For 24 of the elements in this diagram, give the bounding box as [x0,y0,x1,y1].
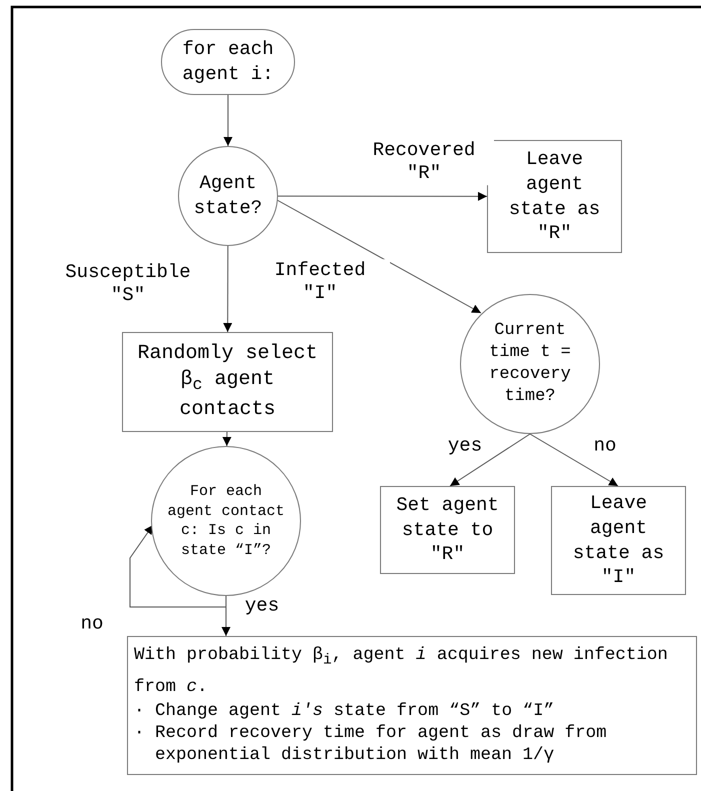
process-box [551,486,686,595]
node-text: Set agent state to "R" [395,492,500,568]
process-box [127,636,697,775]
arrow [130,524,226,608]
arrow [222,432,232,446]
arrow [278,192,488,201]
process-box [122,332,333,432]
arrow [224,94,232,146]
arrow [276,200,482,314]
node-text: With probability β$_{i}$, agent i acquires new infection from c. [134,644,669,699]
node-text: for each agent i: [181,37,275,87]
arrow [450,434,530,486]
node-text: Randomly select β$_{c}$ agent contacts [136,341,319,423]
node-text: For each agent contact c: Is c in state “I”? [166,482,286,560]
node-text: · Change agent i's state from “S” to “I” [134,700,554,723]
node-text: Leave agent state as "I" [572,491,666,590]
node-text: Agent state? [192,171,264,221]
arrow [530,434,618,486]
node-text: Leave agent state as "R" [508,147,602,246]
process-box [487,140,622,253]
node-text: · Record recovery time for agent as draw from exponential distribution with mean 1/γ [134,722,608,766]
arrow [223,246,232,332]
node-text: Current time t = recovery time? [488,320,572,408]
process-box [380,486,515,574]
